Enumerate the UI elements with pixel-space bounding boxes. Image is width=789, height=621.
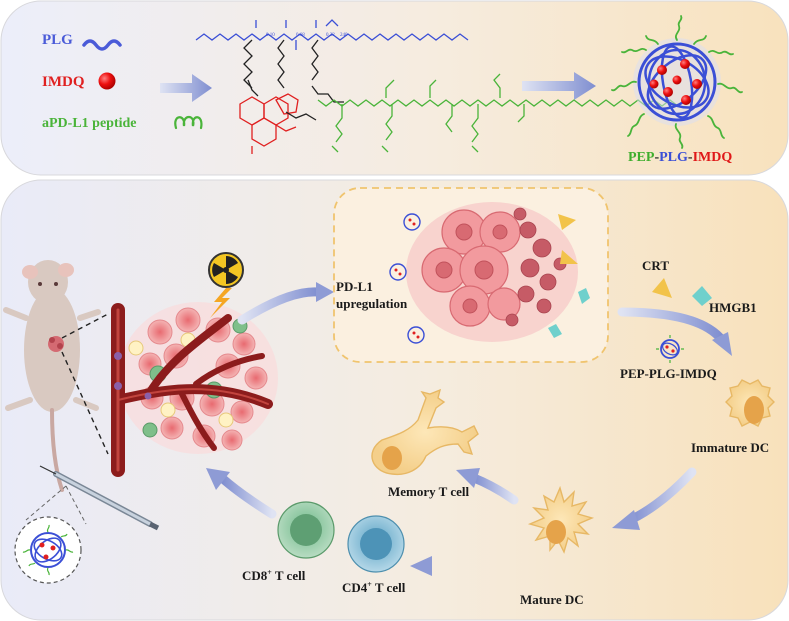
product-plg: PLG xyxy=(659,150,688,165)
legend-plg-label: PLG xyxy=(42,32,73,48)
top-panel xyxy=(0,0,789,176)
injection-zoom-circle xyxy=(14,516,82,584)
arrow-to-product xyxy=(522,72,596,100)
product-dash-2: - xyxy=(687,150,693,165)
arrow-tumor-to-pdl1 xyxy=(237,287,323,325)
inject-zoom-line-left xyxy=(25,485,67,521)
chemical-structure xyxy=(195,19,687,154)
product-dash-1: - xyxy=(654,150,660,165)
mature-dc-cell xyxy=(527,485,595,554)
label-immature-dc: Immature DC xyxy=(691,440,769,455)
arrow-to-tumor-head xyxy=(206,468,230,490)
imdq-dot-icon xyxy=(98,72,116,90)
structure-sub-2: 0.68 xyxy=(296,33,305,38)
nanoparticle-icon xyxy=(611,15,743,149)
structure-sub-1: 0.10 xyxy=(266,33,275,38)
immature-dc-cell xyxy=(725,379,775,427)
cd4-suffix: T cell xyxy=(372,580,406,595)
crt-triangle-2 xyxy=(560,250,578,264)
structure-sub-4: 240 xyxy=(340,33,348,38)
cd8-suffix: T cell xyxy=(272,568,306,583)
label-hmgb1: HMGB1 xyxy=(709,300,757,315)
cd8-plus: + xyxy=(267,568,272,577)
vessel-nanoparticles xyxy=(114,352,152,400)
arrow-to-immature-dc xyxy=(617,307,727,345)
inject-zoom-line-right xyxy=(65,485,87,525)
tumor-tissue xyxy=(118,302,278,454)
peptide-coil-icon xyxy=(174,115,203,130)
pdl1-upregulation-label: PD-L1 upregulation xyxy=(336,278,407,312)
arrow-to-cd4-head xyxy=(410,556,432,576)
arrow-to-mature-dc-head xyxy=(612,510,640,530)
blood-vessel xyxy=(111,303,273,477)
hmgb1-diamond-1 xyxy=(578,288,590,304)
label-mature-dc: Mature DC xyxy=(520,592,584,607)
cd8-prefix: CD8 xyxy=(242,568,268,583)
legend-peptide-label: aPD-L1 peptide xyxy=(42,116,137,131)
zoom-line-lower xyxy=(61,351,109,455)
crt-triangle-1 xyxy=(558,214,576,230)
arrow-to-memory-t xyxy=(469,473,519,505)
product-pep: PEP xyxy=(628,150,655,165)
structure-sub-3: 0.22 xyxy=(326,33,335,38)
plg-wave-icon xyxy=(82,39,122,51)
arrow-to-immature-dc-head xyxy=(712,332,732,356)
label-cd8: CD8+ T cell xyxy=(242,568,306,583)
cd8-t-cell xyxy=(277,501,335,559)
product-imdq: IMDQ xyxy=(692,150,733,165)
label-cd4: CD4+ T cell xyxy=(342,580,406,595)
lightning-icon xyxy=(210,288,232,318)
pdl1-line1: PD-L1 xyxy=(336,279,373,294)
tumor-cluster xyxy=(406,202,578,342)
arrow-to-memory-t-head xyxy=(456,468,480,488)
box-nanoparticles xyxy=(389,213,425,344)
cd4-plus: + xyxy=(367,580,372,589)
hmgb1-diamond-2 xyxy=(548,324,562,338)
legend-imdq-label: IMDQ xyxy=(42,74,85,90)
radiation-icon xyxy=(208,252,244,288)
mouse-icon xyxy=(3,260,101,492)
pdl1-line2: upregulation xyxy=(336,296,408,311)
memory-t-cell xyxy=(371,388,479,476)
arrow-to-structure xyxy=(160,74,212,102)
product-label: PEP-PLG-IMDQ xyxy=(628,150,732,166)
arrow-to-tumor xyxy=(217,473,277,519)
label-crt: CRT xyxy=(642,258,669,273)
cd4-t-cell xyxy=(347,515,405,573)
label-pep-plg-imdq: PEP-PLG-IMDQ xyxy=(620,366,717,381)
syringe-icon xyxy=(39,465,160,531)
hmgb1-icon xyxy=(692,286,712,306)
crt-icon xyxy=(652,278,672,298)
pep-plg-imdq-icon xyxy=(656,335,684,363)
cd4-prefix: CD4 xyxy=(342,580,368,595)
label-memory-t: Memory T cell xyxy=(388,484,469,499)
arrow-tumor-to-pdl1-head xyxy=(316,282,334,302)
injected-nanoparticle-icon xyxy=(22,524,74,576)
